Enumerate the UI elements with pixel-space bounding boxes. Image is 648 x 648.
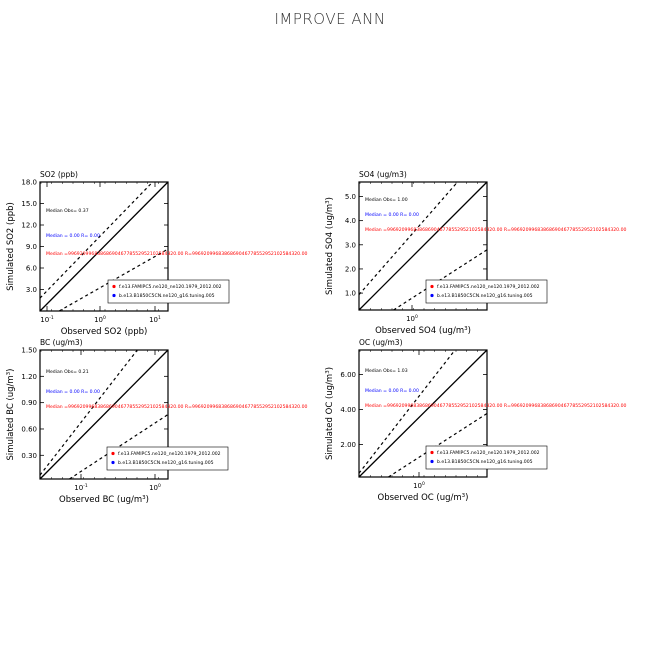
two-to-one-line — [358, 349, 456, 474]
two-to-one-line — [39, 181, 154, 299]
x-axis-label: Observed SO4 (ug/m3) — [375, 326, 471, 336]
two-to-one-line — [358, 181, 459, 296]
y-tick-label: 0.60 — [21, 425, 37, 433]
case1-stats-text: Median =99692099683868690467785529521025… — [365, 227, 626, 233]
legend-marker — [112, 284, 116, 289]
y-tick-label: 6.00 — [340, 371, 356, 379]
x-tick-label: 100 — [149, 483, 161, 492]
case1-stats-text: Median =99692099683868690467785529521025… — [46, 251, 307, 257]
x-tick-label: 101 — [149, 315, 161, 324]
legend-label: b.e13.B1850C5CN.ne120_g16.tuning.005 — [437, 293, 533, 299]
case2-stats-text: Median = 0.00 R= 0.00 — [46, 233, 100, 239]
legend-box — [107, 279, 230, 304]
y-tick-label: 3.0 — [26, 286, 37, 294]
legend-marker — [112, 293, 116, 298]
y-tick-label: 1.20 — [21, 373, 37, 381]
y-tick-label: 12.0 — [21, 222, 37, 230]
x-axis-label: Observed OC (ug/m3) — [378, 493, 469, 503]
median-obs-text: Median Obs= 1.03 — [365, 368, 408, 374]
panel-title: OC (ug/m3) — [359, 338, 403, 347]
plot-frame — [358, 349, 488, 478]
legend-label: f.e13.FAMIPC5.ne120_ne120.1979_2012.002 — [437, 450, 540, 456]
y-tick-label: 0.90 — [21, 399, 37, 407]
legend-label: f.e13.FAMIPC5.ne120_ne120.1979_2012.002 — [437, 284, 540, 290]
legend-label: f.e13.FAMIPC5.ne120_ne120.1979_2012.002 — [119, 284, 222, 290]
y-tick-label: 6.0 — [26, 265, 37, 273]
case2-stats-text: Median = 0.00 R= 0.00 — [365, 388, 419, 394]
case1-stats-text: Median =99692099683868690467785529521025… — [365, 403, 626, 409]
legend-box — [425, 445, 548, 470]
legend: f.e13.FAMIPC5.ne120_ne120.1979_2012.002b… — [425, 279, 548, 304]
panel-title: SO2 (ppb) — [40, 170, 78, 179]
x-axis-label: Observed BC (ug/m3) — [59, 495, 149, 505]
y-tick-label: 2.00 — [340, 441, 356, 449]
one-to-one-line — [358, 349, 488, 478]
legend-label: b.e13.B1850C5CN.ne120_g16.tuning.005 — [118, 460, 214, 466]
x-tick-label: 10-1 — [74, 483, 88, 492]
y-tick-label: 15.0 — [21, 200, 37, 208]
x-tick-label: 100 — [94, 315, 106, 324]
figure-title: IMPROVE ANN — [274, 10, 385, 28]
case2-stats-text: Median = 0.00 R= 0.00 — [365, 212, 419, 218]
legend-label: b.e13.B1850C5CN.ne120_g16.tuning.005 — [437, 459, 533, 465]
y-tick-label: 4.0 — [345, 217, 356, 225]
one-to-one-line — [39, 181, 169, 312]
y-tick-label: 4.00 — [340, 406, 356, 414]
y-tick-label: 2.0 — [345, 265, 356, 273]
y-tick-label: 5.0 — [345, 193, 356, 201]
y-tick-label: 3.0 — [345, 241, 356, 249]
legend-marker — [430, 450, 434, 455]
one-to-two-line — [388, 412, 488, 478]
y-tick-label: 9.0 — [26, 243, 37, 251]
one-to-one-line — [39, 349, 169, 480]
plot-frame — [358, 181, 488, 311]
y-tick-label: 18.0 — [21, 179, 37, 187]
median-obs-text: Median Obs= 0.37 — [46, 208, 89, 214]
legend-marker — [111, 451, 115, 456]
y-axis-label: Simulated OC (ug/m3) — [325, 367, 335, 460]
panel-so2: SO2 (ppb) 3.0 6.0 9.0 12.0 15.0 18.0 10-1 100 101… — [6, 170, 307, 337]
two-to-one-line — [39, 349, 138, 476]
panel-bc: BC (ug/m3) 0.30 0.60 0.90 1.20 1.50 10-1 100Obs… — [6, 338, 307, 505]
panel-title: BC (ug/m3) — [40, 338, 83, 347]
x-tick-label: 10-1 — [40, 315, 54, 324]
legend-box — [106, 446, 229, 471]
y-tick-label: 1.50 — [21, 347, 37, 355]
legend-box — [425, 279, 548, 304]
y-tick-label: 1.0 — [345, 290, 356, 298]
legend: f.e13.FAMIPC5.ne120_ne120.1979_2012.002b… — [425, 445, 548, 470]
one-to-one-line — [358, 181, 488, 311]
y-axis-label: Simulated SO2 (ppb) — [6, 202, 16, 291]
plot-frame — [39, 349, 169, 480]
legend-label: b.e13.B1850C5CN.ne120_g16.tuning.005 — [119, 293, 215, 299]
case2-stats-text: Median = 0.00 R= 0.00 — [46, 389, 100, 395]
case1-stats-text: Median =99692099683868690467785529521025… — [46, 404, 307, 410]
y-tick-label: 0.30 — [21, 452, 37, 460]
panel-title: SO4 (ug/m3) — [359, 170, 407, 179]
median-obs-text: Median Obs= 1.00 — [365, 197, 408, 203]
legend: f.e13.FAMIPC5.ne120_ne120.1979_2012.002b… — [106, 446, 229, 471]
legend-marker — [111, 460, 115, 465]
legend-marker — [430, 293, 434, 298]
x-tick-label: 100 — [413, 481, 425, 490]
x-axis-label: Observed SO2 (ppb) — [61, 327, 148, 337]
y-axis-label: Simulated SO4 (ug/m3) — [325, 197, 335, 295]
legend-label: f.e13.FAMIPC5.ne120_ne120.1979_2012.002 — [118, 451, 221, 457]
legend: f.e13.FAMIPC5.ne120_ne120.1979_2012.002b… — [107, 279, 230, 304]
legend-marker — [430, 284, 434, 289]
median-obs-text: Median Obs= 0.21 — [46, 369, 89, 375]
one-to-two-line — [69, 413, 169, 480]
x-tick-label: 100 — [406, 314, 418, 323]
legend-marker — [430, 459, 434, 464]
y-axis-label: Simulated BC (ug/m3) — [6, 368, 16, 460]
